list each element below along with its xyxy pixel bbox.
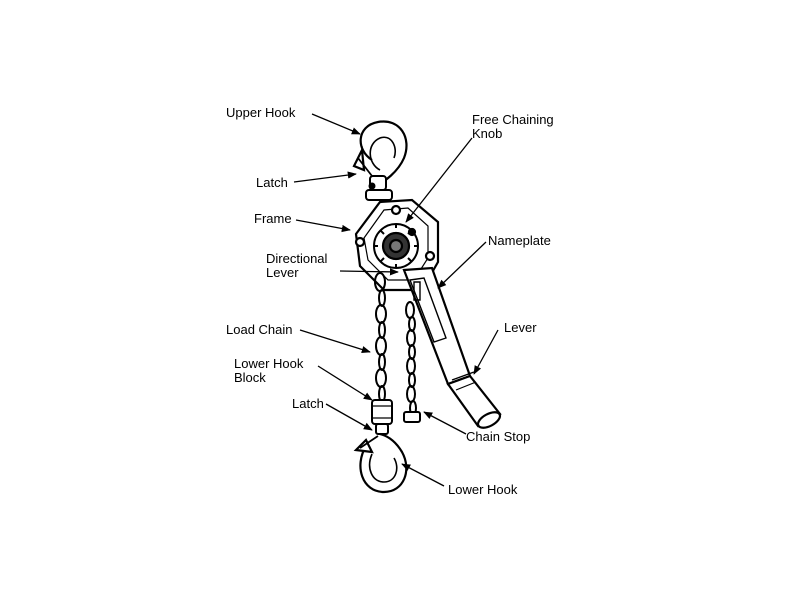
- lever-handle: [402, 266, 502, 429]
- lower-hook: [353, 432, 408, 494]
- label-free-chaining-knob-line2: Knob: [472, 126, 503, 141]
- label-chain-stop-text: Chain Stop: [466, 429, 531, 444]
- lower-hook-block: [371, 399, 393, 435]
- slack-chain: [403, 301, 421, 423]
- label-latch-lower: Latch: [292, 397, 324, 411]
- label-upper-hook: Upper Hook: [226, 106, 295, 120]
- label-lower-hook-block-line1: Lower Hook: [234, 356, 304, 371]
- label-upper-hook-text: Upper Hook: [226, 105, 296, 120]
- label-chain-stop: Chain Stop: [466, 430, 530, 444]
- label-nameplate: Nameplate: [488, 234, 551, 248]
- label-lever: Lever: [504, 321, 537, 335]
- upper-swivel: [365, 175, 393, 201]
- label-lower-hook-text: Lower Hook: [448, 482, 518, 497]
- label-latch-lower-text: Latch: [292, 396, 324, 411]
- load-chain: [374, 272, 387, 403]
- label-free-chaining-knob: Free Chaining Knob: [472, 113, 554, 141]
- label-frame: Frame: [254, 212, 292, 226]
- label-load-chain-text: Load Chain: [226, 322, 293, 337]
- hoist-frame: [354, 198, 440, 292]
- label-latch-upper-text: Latch: [256, 175, 288, 190]
- label-load-chain: Load Chain: [226, 323, 293, 337]
- upper-hook: [352, 120, 408, 187]
- label-lower-hook: Lower Hook: [448, 483, 517, 497]
- leader-lines: [293, 113, 499, 487]
- label-lever-text: Lever: [504, 320, 537, 335]
- label-directional-lever-line1: Directional: [266, 251, 328, 266]
- label-directional-lever-line2: Lever: [266, 265, 299, 280]
- label-directional-lever: Directional Lever: [266, 252, 327, 280]
- label-free-chaining-knob-line1: Free Chaining: [472, 112, 554, 127]
- label-latch-upper: Latch: [256, 176, 288, 190]
- label-nameplate-text: Nameplate: [488, 233, 551, 248]
- label-frame-text: Frame: [254, 211, 292, 226]
- label-lower-hook-block: Lower Hook Block: [234, 357, 303, 385]
- label-lower-hook-block-line2: Block: [234, 370, 266, 385]
